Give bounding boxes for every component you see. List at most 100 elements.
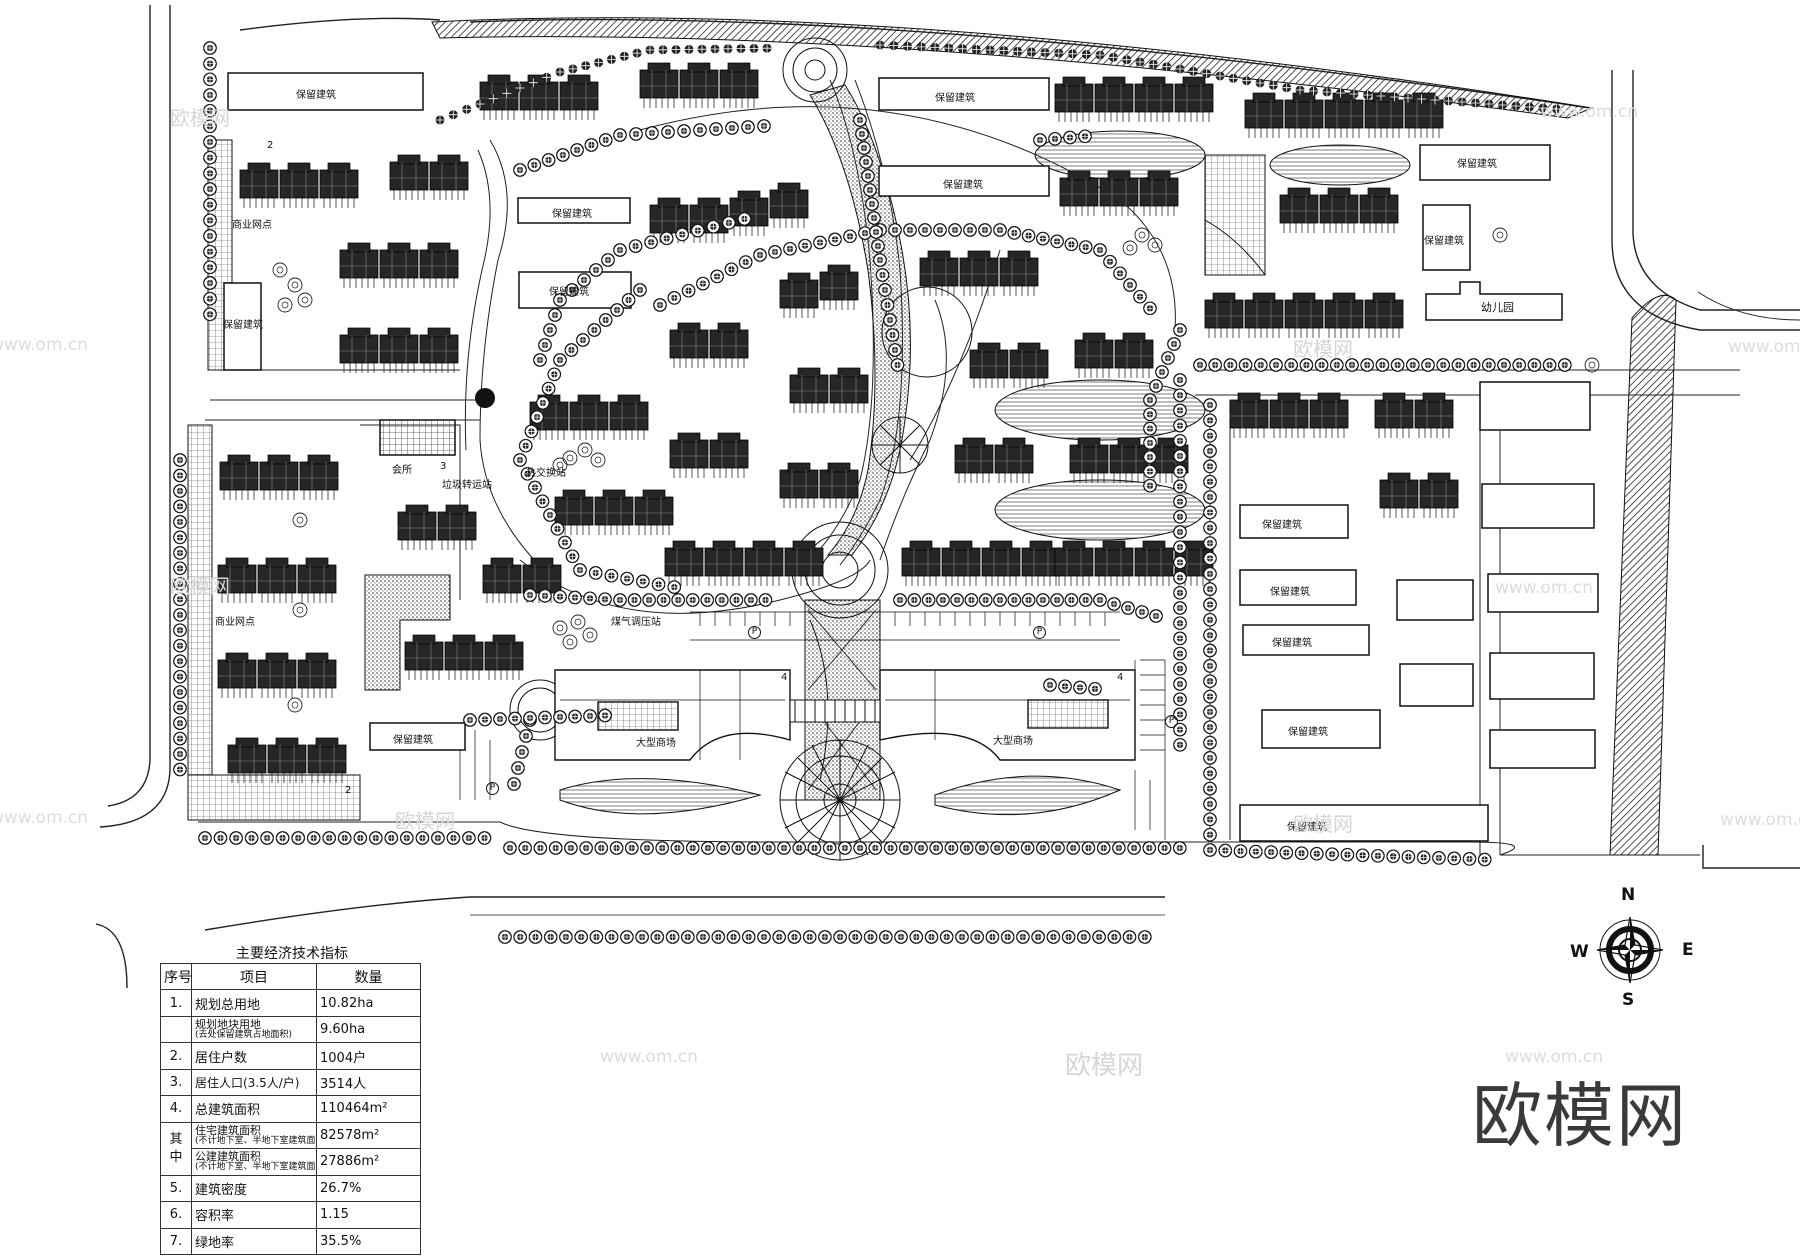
tree-symbol [1203, 536, 1217, 550]
tree-symbol [203, 260, 217, 275]
watermark-url: www.om.cn [1540, 102, 1639, 122]
tree-symbol [1135, 57, 1145, 67]
tree-symbol [868, 841, 883, 855]
tree-symbol [1325, 847, 1339, 862]
tree-symbol [1007, 593, 1022, 607]
tree-symbol [1477, 852, 1492, 867]
tree-symbol [1436, 358, 1451, 372]
tree-symbol [448, 109, 459, 120]
tree-symbol [1161, 351, 1175, 365]
tree-symbol [716, 841, 730, 855]
north-arrow-compass [1596, 916, 1664, 984]
tree-symbol [1021, 593, 1036, 607]
tree-symbol [620, 571, 634, 586]
watermark: 欧模网 [1065, 1051, 1144, 1081]
tree-symbol [859, 155, 873, 169]
tree-symbol [1390, 358, 1405, 372]
tree-symbol [792, 841, 807, 855]
row-no: 3. [160, 1068, 192, 1097]
tree-symbol [1335, 88, 1346, 98]
tree-symbol [993, 593, 1007, 607]
tree-symbol [203, 56, 217, 71]
central-spine [809, 84, 911, 556]
tree-symbol [1040, 47, 1050, 58]
tree-symbol [620, 930, 634, 944]
tree-symbol [523, 711, 537, 725]
tree-symbol [1081, 49, 1092, 60]
tree-symbol [685, 593, 700, 607]
tree-symbol [1148, 59, 1159, 70]
tree-symbol [577, 273, 591, 287]
tree-symbol [203, 276, 217, 290]
tree-symbol [802, 930, 817, 944]
tree-symbol [894, 930, 908, 944]
table-row: 其中 住宅建筑面积 (不计地下室、半地下室建筑面积) 82578m² [160, 1121, 421, 1176]
tree-symbol [173, 731, 187, 746]
tree-symbol [574, 930, 589, 944]
row-item-note: (去处保留建筑占地面积) [195, 1030, 293, 1041]
tree-symbol [706, 219, 721, 234]
tree-symbol [1093, 243, 1107, 257]
tree-symbol [1112, 841, 1126, 855]
row-value: 1004户 [316, 1042, 421, 1070]
tree-symbol [680, 930, 695, 944]
watermark-url: www.om.cn [0, 335, 89, 355]
tree-symbol [1173, 555, 1187, 570]
tree-symbol [1203, 705, 1217, 719]
tree-symbol [693, 123, 707, 137]
tree-symbol [1172, 841, 1187, 855]
tree-symbol [594, 841, 609, 855]
tree-symbol [1123, 278, 1137, 292]
parking-rows [459, 611, 1166, 840]
tree-symbol [758, 593, 773, 607]
tree-symbol [353, 831, 368, 845]
tree-symbol [1149, 379, 1163, 393]
watermark: 欧模网 [395, 809, 455, 833]
brand-logo-text: 欧模网 [1472, 1075, 1688, 1157]
row-item-cell: 住宅建筑面积 (不计地下室、半地下室建筑面积) [191, 1121, 317, 1150]
tree-symbol [667, 580, 682, 594]
tree-symbol [950, 593, 964, 607]
tree-symbol [807, 841, 822, 855]
tree-symbol [518, 438, 533, 453]
tree-symbol [306, 831, 321, 845]
tree-symbol [555, 67, 565, 77]
tree-symbol [914, 841, 928, 855]
tree-symbol [203, 307, 217, 322]
tree-symbol [957, 43, 968, 54]
tree-symbol [677, 124, 691, 138]
tree-symbol [1201, 68, 1212, 79]
tree-symbol [610, 303, 624, 317]
table-row: 公建建筑面积 (不计地下室、半地下室建筑面积) 27886m² [161, 1148, 421, 1176]
tree-symbol [1053, 48, 1064, 58]
tree-symbol [1076, 930, 1091, 944]
header-no: 序号 [160, 962, 192, 991]
north-green-belt [431, 17, 1594, 119]
tree-symbol [640, 841, 654, 855]
tree-symbol [883, 313, 897, 327]
tree-symbol [867, 211, 881, 225]
dark-pond [475, 388, 495, 408]
tree-symbol [576, 333, 590, 347]
tree-symbol [583, 591, 597, 606]
tree-symbol [523, 588, 537, 602]
tree-symbol [173, 468, 187, 483]
tree-symbol [1036, 593, 1050, 607]
row-no: 其中 [160, 1121, 192, 1176]
compass-north: N [1621, 885, 1636, 905]
tree-symbol [1309, 846, 1324, 861]
tree-symbol [861, 169, 875, 183]
tree-symbol [690, 223, 705, 238]
tree-symbol [515, 745, 529, 759]
tree-symbol [871, 239, 885, 253]
tree-symbol [714, 593, 729, 607]
tree-symbol [275, 831, 290, 845]
tree-symbol [888, 40, 899, 51]
tree-symbol [1173, 509, 1187, 524]
tree-symbol [907, 593, 922, 607]
tree-symbol [744, 593, 758, 607]
tree-symbol [1203, 520, 1217, 535]
tree-symbol [813, 235, 827, 250]
tree-symbol [1416, 94, 1427, 104]
tree-symbol [538, 588, 552, 603]
